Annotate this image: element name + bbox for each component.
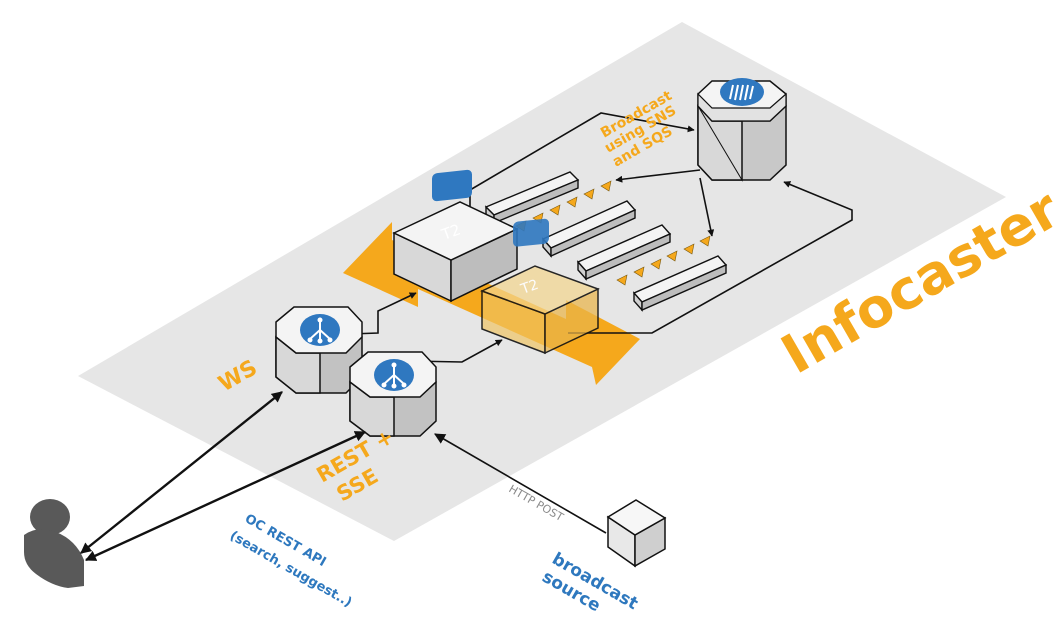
sqs-queue-3 <box>576 224 672 281</box>
http-post-label: HTTP POST <box>507 482 566 524</box>
ec2-t2-instance-icon <box>432 169 472 202</box>
ws-load-balancer <box>275 306 363 394</box>
rest-sse-load-balancer <box>349 351 437 437</box>
t2-label-b: T2 <box>518 277 541 298</box>
user-connections <box>80 391 366 562</box>
http-post-arrow <box>434 433 607 534</box>
t2-label-a: T2 <box>438 220 463 244</box>
t2-instance-b: T2 <box>480 218 600 355</box>
broadcast-lines <box>469 112 853 334</box>
source-cube-icon <box>606 499 667 568</box>
sqs-queue-2 <box>541 200 637 258</box>
sqs-queue-4 <box>632 255 728 312</box>
user-icon <box>24 499 84 588</box>
sns-topic <box>697 78 787 182</box>
